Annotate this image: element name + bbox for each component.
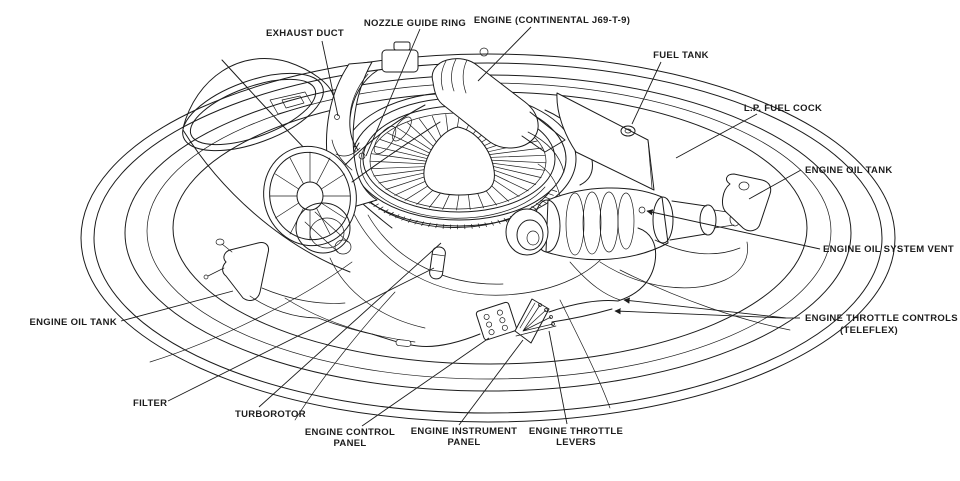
engine-control-panel [475,301,517,341]
label-engine-control-panel-2: PANEL [334,438,367,449]
leader-throttle-controls-2 [614,308,787,319]
leader-fuel-tank [631,61,662,125]
leader-engine-oil-system-vent [646,209,821,250]
engine-oil-tank-right [722,173,772,232]
label-engine-oil-system-vent: ENGINE OIL SYSTEM VENT [823,244,954,255]
label-filter: FILTER [133,398,167,409]
leader-engine-instrument-panel [458,339,524,426]
label-engine-throttle-levers-2: LEVERS [556,437,596,448]
engine-right [505,163,741,261]
leader-engine-control-panel [361,337,490,427]
cutaway-line-art [80,41,896,423]
label-engine: ENGINE (CONTINENTAL J69-T-9) [474,15,630,26]
cockpit-canopy [182,58,393,273]
label-engine-oil-tank-right: ENGINE OIL TANK [805,165,893,176]
label-turborotor: TURBOROTOR [235,409,306,420]
label-nozzle-guide-ring: NOZZLE GUIDE RING [364,18,466,29]
leader-throttle-controls-1 [623,297,787,319]
piping-right [569,239,748,301]
leader-engine-oil-tank-left [120,290,234,322]
label-engine-throttle-controls-sub: (TELEFLEX) [840,325,898,336]
leader-engine-throttle-levers [548,330,568,425]
leader-engine-oil-tank-right [748,169,802,200]
engine-throttle-levers [515,303,557,337]
callout-labels: EXHAUST DUCT NOZZLE GUIDE RING ENGINE (C… [29,15,957,449]
label-engine-oil-tank-left: ENGINE OIL TANK [29,317,117,328]
engine-oil-tank-left [203,238,269,301]
leader-engine [477,26,532,82]
oil-system-vent-fitting [638,206,646,214]
leader-lines [120,26,821,427]
leader-turborotor [258,242,442,408]
leader-filter [167,267,435,402]
fuel-tank [556,92,655,191]
piping-left [249,257,426,343]
engine-left [263,104,441,255]
label-lp-fuel-cock: L.P. FUEL COCK [744,103,822,114]
label-engine-instrument-panel-2: PANEL [448,437,481,448]
rotor-dome [423,126,495,196]
leader-nozzle-guide-ring [365,28,421,157]
duct-bowl [351,209,613,296]
label-engine-control-panel-1: ENGINE CONTROL [305,427,395,438]
filter [429,246,446,280]
label-engine-throttle-levers-1: ENGINE THROTTLE [529,426,623,437]
leader-lp-fuel-cock [675,113,758,159]
teleflex-cables [284,227,657,347]
label-engine-instrument-panel-1: ENGINE INSTRUMENT [411,426,517,437]
deck-seams [149,261,791,421]
label-fuel-tank: FUEL TANK [653,50,709,61]
engine-instrument-panel [514,298,550,344]
label-engine-throttle-controls: ENGINE THROTTLE CONTROLS [805,313,958,324]
leader-exhaust-duct [321,40,339,117]
label-exhaust-duct: EXHAUST DUCT [266,28,344,39]
